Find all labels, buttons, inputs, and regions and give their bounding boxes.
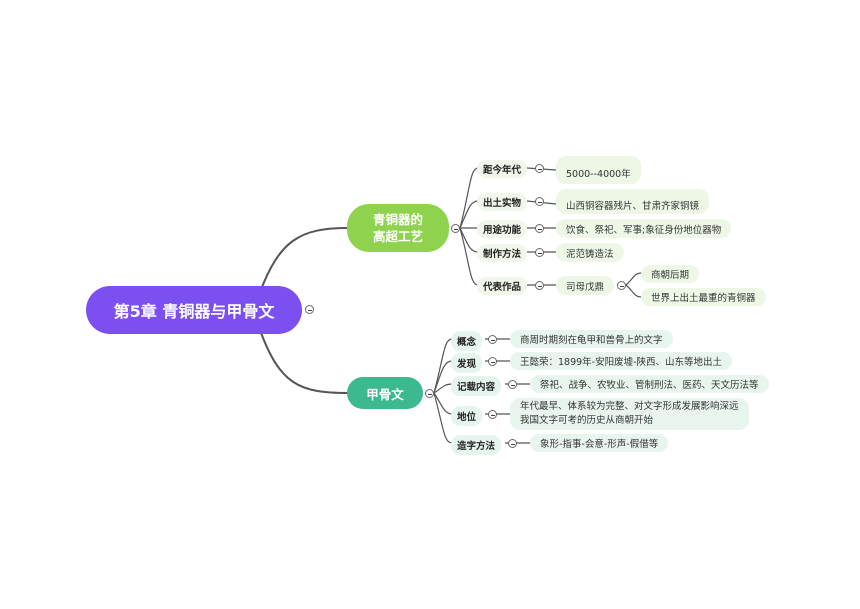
leaf-works-sub-2[interactable]: 世界上出土最重的青铜器 bbox=[641, 288, 766, 306]
works-sub-collapse-icon[interactable] bbox=[617, 281, 626, 290]
topic-script-method[interactable]: 造字方法 bbox=[451, 435, 502, 455]
topic-script-method-label: 造字方法 bbox=[457, 441, 496, 452]
leaf-works-sub-1[interactable]: 商朝后期 bbox=[641, 265, 700, 283]
topic-artifacts[interactable]: 出土实物 bbox=[477, 193, 528, 211]
leaf-records-value[interactable]: 祭祀、战争、农牧业、管制刑法、医药、天文历法等 bbox=[530, 375, 769, 393]
topic-records[interactable]: 记载内容 bbox=[451, 376, 502, 396]
concept-collapse-icon[interactable] bbox=[488, 335, 497, 344]
leaf-discovery-text: 王懿荣：1899年-安阳废墟-陕西、山东等地出土 bbox=[520, 357, 723, 368]
branch-bronze[interactable]: 青铜器的 高超工艺 bbox=[347, 204, 449, 252]
leaf-status-text-1: 年代最早、体系较为完整、对文字形成发展影响深远 bbox=[520, 401, 739, 412]
works-collapse-icon[interactable] bbox=[535, 281, 544, 290]
discovery-collapse-icon[interactable] bbox=[488, 357, 497, 366]
leaf-discovery-value[interactable]: 王懿荣：1899年-安阳废墟-陕西、山东等地出土 bbox=[510, 352, 733, 370]
topic-records-label: 记载内容 bbox=[457, 382, 496, 393]
topic-artifacts-label: 出土实物 bbox=[483, 198, 522, 209]
branch-bronze-title-line1: 青铜器的 bbox=[372, 212, 423, 227]
branch-oracle-title: 甲骨文 bbox=[366, 386, 404, 402]
leaf-concept-text: 商周时期刻在龟甲和兽骨上的文字 bbox=[520, 335, 663, 346]
leaf-method-value[interactable]: 泥范铸造法 bbox=[556, 243, 624, 262]
leaf-records-text: 祭祀、战争、农牧业、管制刑法、医药、天文历法等 bbox=[540, 380, 759, 391]
leaf-works-sub-1-text: 商朝后期 bbox=[651, 270, 690, 281]
branch-oracle[interactable]: 甲骨文 bbox=[347, 377, 423, 409]
age-collapse-icon[interactable] bbox=[535, 164, 544, 173]
leaf-status-value[interactable]: 年代最早、体系较为完整、对文字形成发展影响深远 我国文字可考的历史从商朝开始 bbox=[510, 398, 749, 430]
topic-status-label: 地位 bbox=[457, 412, 477, 423]
script-method-collapse-icon[interactable] bbox=[508, 439, 517, 448]
leaf-concept-value[interactable]: 商周时期刻在龟甲和兽骨上的文字 bbox=[510, 330, 673, 348]
leaf-function-text: 饮食、祭祀、军事;象征身份地位器物 bbox=[566, 224, 722, 236]
topic-function[interactable]: 用途功能 bbox=[477, 220, 528, 238]
records-collapse-icon[interactable] bbox=[508, 380, 517, 389]
leaf-works-text: 司母戊鼎 bbox=[566, 281, 605, 293]
topic-status[interactable]: 地位 bbox=[451, 406, 483, 426]
status-collapse-icon[interactable] bbox=[488, 410, 497, 419]
leaf-artifacts-value[interactable]: 山西铜容器残片、甘肃齐家铜镜 bbox=[556, 189, 710, 214]
topic-function-label: 用途功能 bbox=[483, 225, 522, 236]
oracle-collapse-icon[interactable] bbox=[425, 389, 434, 398]
leaf-status-text-2: 我国文字可考的历史从商朝开始 bbox=[520, 415, 654, 426]
leaf-script-method-text: 象形-指事-会意-形声-假借等 bbox=[540, 439, 659, 450]
topic-works[interactable]: 代表作品 bbox=[477, 277, 528, 295]
topic-age-label: 距今年代 bbox=[483, 165, 522, 176]
topic-discovery[interactable]: 发现 bbox=[451, 353, 483, 373]
topic-works-label: 代表作品 bbox=[483, 282, 522, 293]
topic-concept[interactable]: 概念 bbox=[451, 331, 483, 351]
artifacts-collapse-icon[interactable] bbox=[535, 197, 544, 206]
leaf-function-value[interactable]: 饮食、祭祀、军事;象征身份地位器物 bbox=[556, 219, 732, 238]
root-title: 第5章 青铜器与甲骨文 bbox=[113, 302, 275, 321]
leaf-age-value[interactable]: 5000--4000年 bbox=[556, 156, 641, 184]
topic-method[interactable]: 制作方法 bbox=[477, 244, 528, 262]
topic-discovery-label: 发现 bbox=[457, 359, 477, 370]
leaf-method-text: 泥范铸造法 bbox=[566, 248, 614, 260]
leaf-works-sub-2-text: 世界上出土最重的青铜器 bbox=[651, 293, 756, 304]
leaf-script-method-value[interactable]: 象形-指事-会意-形声-假借等 bbox=[530, 434, 669, 452]
topic-age[interactable]: 距今年代 bbox=[477, 160, 528, 178]
function-collapse-icon[interactable] bbox=[535, 224, 544, 233]
root-topic[interactable]: 第5章 青铜器与甲骨文 bbox=[86, 286, 302, 334]
leaf-artifacts-text: 山西铜容器残片、甘肃齐家铜镜 bbox=[566, 200, 700, 212]
branch-bronze-title-line2: 高超工艺 bbox=[372, 229, 423, 244]
topic-concept-label: 概念 bbox=[457, 337, 477, 348]
leaf-age-text: 5000--4000年 bbox=[566, 169, 631, 180]
method-collapse-icon[interactable] bbox=[535, 248, 544, 257]
topic-method-label: 制作方法 bbox=[483, 249, 522, 260]
leaf-works-value[interactable]: 司母戊鼎 bbox=[556, 276, 615, 295]
bronze-collapse-icon[interactable] bbox=[451, 224, 460, 233]
root-collapse-icon[interactable] bbox=[305, 305, 314, 314]
